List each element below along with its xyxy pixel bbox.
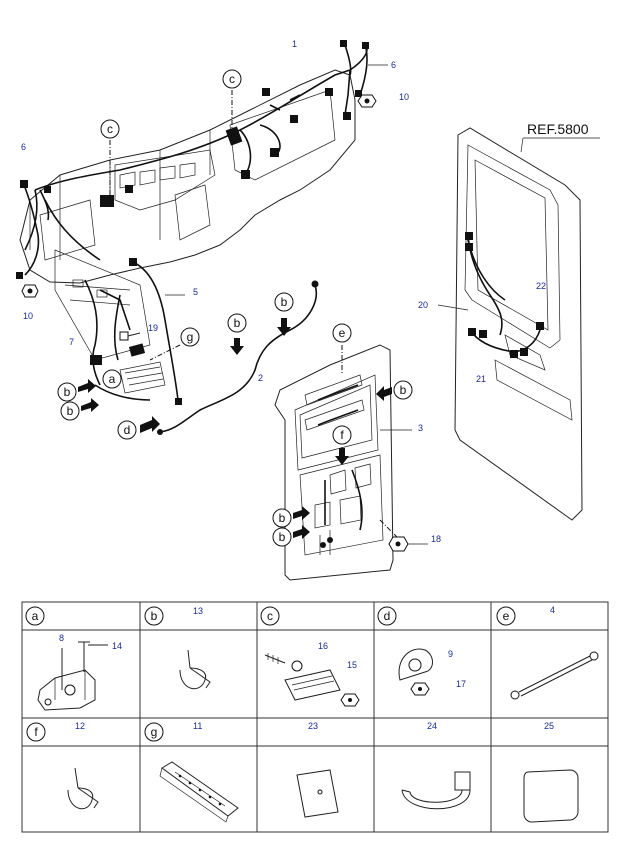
legend-header-24: 24 — [427, 721, 437, 731]
callout-d: d — [117, 416, 160, 440]
legend-cell-g-bracket — [159, 761, 239, 823]
svg-text:a: a — [109, 372, 116, 386]
harness-5-7 — [84, 258, 185, 405]
harness-2 — [157, 280, 319, 435]
legend-header-d: d — [377, 606, 397, 626]
label-part-22: 22 — [536, 281, 546, 291]
legend-header-c: c — [260, 606, 280, 626]
legend-cell-e-ground-strap — [510, 651, 599, 700]
label-part-6-right: 6 — [391, 60, 396, 70]
callout-b-2: b — [227, 313, 247, 355]
svg-text:e: e — [339, 326, 346, 340]
svg-text:b: b — [281, 295, 288, 309]
legend-table — [21, 601, 609, 833]
svg-text:b: b — [64, 385, 71, 399]
svg-text:8: 8 — [59, 633, 64, 643]
label-part-10-left: 10 — [23, 311, 33, 321]
svg-text:12: 12 — [75, 721, 85, 731]
svg-text:b: b — [151, 609, 158, 623]
svg-text:4: 4 — [550, 605, 555, 615]
callout-b-7: b — [272, 525, 310, 547]
svg-text:b: b — [234, 316, 241, 330]
label-part-19: 19 — [148, 323, 158, 333]
label-part-10-right: 10 — [399, 92, 409, 102]
svg-text:13: 13 — [193, 606, 203, 616]
sliding-door — [437, 127, 600, 521]
harness-main-1 — [24, 44, 368, 261]
callout-g: g — [180, 327, 200, 347]
svg-text:b: b — [400, 383, 407, 397]
svg-text:15: 15 — [347, 660, 357, 670]
svg-text:e: e — [503, 609, 510, 623]
legend-header-b: b 13 — [144, 606, 203, 626]
label-part-6-left: 6 — [21, 142, 26, 152]
label-part-5: 5 — [193, 287, 198, 297]
label-part-18: 18 — [431, 534, 441, 544]
legend-header-e: e 4 — [496, 605, 555, 626]
callout-b-3: b — [57, 379, 96, 402]
legend-header-25: 25 — [544, 721, 554, 731]
callout-f: f — [332, 425, 352, 445]
svg-text:b: b — [67, 404, 74, 418]
relay-bracket — [119, 361, 166, 394]
callout-b-1: b — [274, 292, 294, 336]
bolt-19-icon — [119, 331, 141, 341]
label-part-20: 20 — [418, 300, 428, 310]
legend-cell-25-pad — [523, 769, 579, 823]
callout-c-top: c — [222, 69, 242, 89]
svg-text:16: 16 — [318, 641, 328, 651]
svg-text:9: 9 — [448, 649, 453, 659]
callout-e: e — [332, 323, 352, 343]
svg-text:b: b — [279, 511, 286, 525]
nut-10-right-icon — [357, 94, 377, 108]
svg-text:d: d — [384, 609, 391, 623]
svg-text:g: g — [151, 725, 158, 739]
svg-text:c: c — [267, 609, 273, 623]
svg-text:d: d — [124, 423, 131, 437]
legend-cell-23-plate — [296, 769, 339, 818]
nut-18-icon — [388, 536, 428, 552]
legend-header-a: a — [25, 606, 45, 626]
svg-text:f: f — [34, 725, 38, 739]
legend-cell-c-connector: 16 15 — [264, 641, 360, 707]
legend-cell-f-clip — [67, 767, 99, 810]
ref-label: REF.5800 — [527, 121, 589, 137]
legend-cell-24-band-clamp — [401, 771, 471, 810]
label-part-2: 2 — [258, 373, 263, 383]
label-part-7: 7 — [69, 337, 74, 347]
nut-10-left-icon — [21, 284, 39, 298]
legend-header-f: f 12 — [26, 721, 85, 742]
label-part-1: 1 — [292, 39, 297, 49]
legend-cell-b-clip — [179, 649, 211, 690]
callout-a: a — [102, 369, 122, 389]
legend-cell-d-clamp: 9 17 — [398, 648, 466, 696]
svg-text:c: c — [229, 72, 235, 86]
label-part-21: 21 — [476, 374, 486, 384]
legend-cell-a-bracket: 8 14 — [37, 633, 122, 711]
dashboard-panel — [19, 69, 356, 361]
svg-text:g: g — [187, 330, 194, 344]
label-part-3: 3 — [418, 423, 423, 433]
callout-b-5: b — [376, 380, 413, 401]
svg-text:a: a — [32, 609, 39, 623]
callout-c-left: c — [100, 119, 120, 139]
callout-b-4: b — [60, 398, 99, 421]
svg-text:b: b — [279, 530, 286, 544]
guide-lines — [109, 90, 401, 541]
svg-text:f: f — [340, 428, 344, 442]
legend-header-23: 23 — [308, 721, 318, 731]
svg-text:17: 17 — [456, 679, 466, 689]
legend-header-g: g 11 — [144, 721, 202, 742]
harness-6-left — [16, 180, 51, 279]
svg-text:14: 14 — [112, 641, 122, 651]
harness-6-right — [340, 40, 388, 97]
svg-text:11: 11 — [193, 721, 202, 731]
svg-text:c: c — [107, 122, 113, 136]
callout-b-6: b — [272, 506, 310, 528]
